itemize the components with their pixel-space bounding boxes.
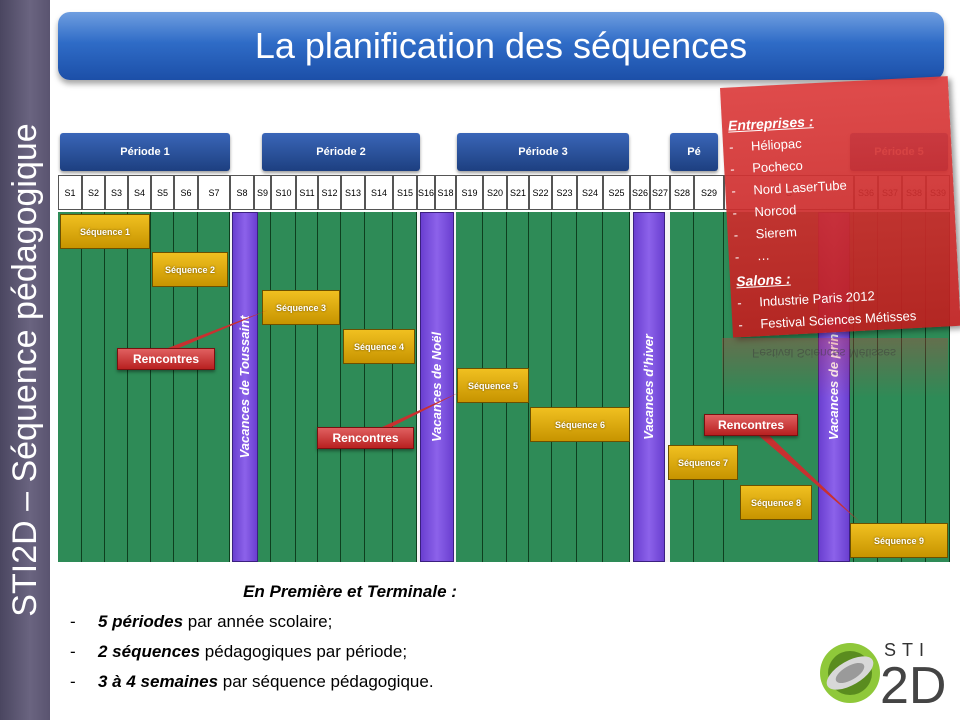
salon-item: -Industrie Paris 2012 [736,288,876,311]
grid-column [58,212,82,562]
partners-callout: Entreprises : -Héliopac -Pocheco -Nord L… [720,76,960,338]
week-header-cell: S11 [296,175,318,210]
enterprise-item: -Héliopac [728,135,802,155]
logo-text-2d: 2D [880,657,947,715]
callout-reflection: Festival Sciences Métisses [722,338,948,398]
vacation-bar: Vacances de Noël [420,212,454,562]
grid-column [105,212,128,562]
week-header-cell: S1 [58,175,82,210]
sequence-block: Séquence 8 [740,485,812,520]
sequence-block: Séquence 6 [530,407,630,442]
salon-item: -Festival Sciences Métisses [738,308,917,333]
week-header-cell: S26 [630,175,650,210]
grid-column [271,212,296,562]
grid-column [393,212,417,562]
title-banner: La planification des séquences [58,12,944,80]
sti2d-logo-icon [820,643,880,703]
summary-line: -2 séquences pédagogiques par période; [70,642,408,661]
week-header-cell: S22 [529,175,552,210]
sequence-block: Séquence 4 [343,329,415,364]
week-header-cell: S20 [483,175,507,210]
sequence-block: Séquence 5 [457,368,529,403]
week-header-cell: S10 [271,175,296,210]
week-header-cell: S5 [151,175,174,210]
enterprise-item: -Norcod [732,202,797,221]
logo-text-sti: STI [884,640,931,660]
grid-column [341,212,365,562]
sequence-block: Séquence 3 [262,290,340,325]
rencontres-tag: Rencontres [117,348,215,370]
week-header-cell: S25 [603,175,630,210]
enterprise-item: -Sierem [733,224,798,243]
week-header-cell: S27 [650,175,670,210]
week-header-cell: S9 [254,175,271,210]
rencontre-pointer [360,392,460,437]
enterprise-item: -Nord LaserTube [731,177,848,199]
week-header-cell: S7 [198,175,230,210]
week-header-cell: S2 [82,175,105,210]
week-header-cell: S6 [174,175,198,210]
period-header: Période 3 [457,133,629,171]
summary-heading: En Première et Terminale : [243,582,457,601]
week-header-cell: S16 [417,175,435,210]
week-header-cell: S12 [318,175,341,210]
week-header-cell: S29 [694,175,724,210]
enterprise-item: -Pocheco [729,157,804,177]
enterprises-heading: Entreprises : [727,113,814,134]
week-header-cell: S4 [128,175,151,210]
vacation-bar: Vacances d’hiver [633,212,665,562]
week-header-cell: S19 [456,175,483,210]
reflection-text: Festival Sciences Métisses [752,346,897,360]
grid-column [603,212,630,562]
salons-heading: Salons : [735,270,791,290]
grid-column [365,212,393,562]
week-header-cell: S21 [507,175,529,210]
rencontre-pointer [745,424,860,522]
grid-column [128,212,151,562]
period-header: Pé [670,133,718,171]
period-header: Période 1 [60,133,230,171]
week-header-cell: S28 [670,175,694,210]
week-header-cell: S15 [393,175,417,210]
grid-column [694,212,724,562]
sequence-block: Séquence 7 [668,445,738,480]
grid-column [670,212,694,562]
week-header-cell: S24 [577,175,603,210]
sequence-block: Séquence 1 [60,214,150,249]
sequence-block: Séquence 2 [152,252,228,287]
summary-line: -3 à 4 semaines par séquence pédagogique… [70,672,434,691]
sequence-block: Séquence 9 [850,523,948,558]
week-header-cell: S3 [105,175,128,210]
rencontre-pointer [160,310,268,351]
side-band: STI2D – Séquence pédagogique [0,0,50,720]
summary-line: -5 périodes par année scolaire; [70,612,333,631]
grid-column [552,212,577,562]
grid-column [577,212,603,562]
rencontres-tag: Rencontres [704,414,798,436]
grid-column [529,212,552,562]
week-header-cell: S8 [230,175,254,210]
enterprise-item: -… [734,247,771,265]
grid-column [151,212,174,562]
period-header: Période 2 [262,133,420,171]
slide-title: La planification des séquences [254,25,748,66]
grid-column [82,212,105,562]
vacation-bar: Vacances de Toussaint [232,212,258,562]
rencontres-tag: Rencontres [317,427,414,449]
week-header-cell: S14 [365,175,393,210]
week-header-cell: S23 [552,175,577,210]
week-header-cell: S13 [341,175,365,210]
week-header-cell: S18 [435,175,456,210]
